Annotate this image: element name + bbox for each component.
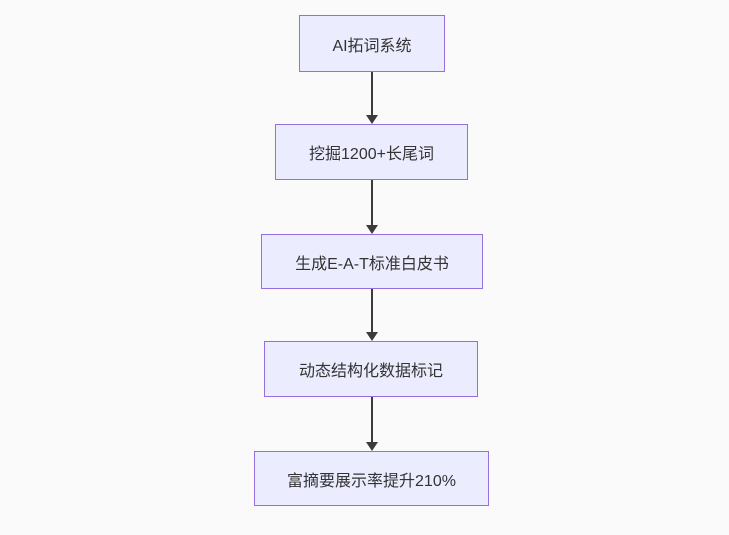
flow-node-label: 挖掘1200+长尾词 bbox=[309, 146, 434, 163]
flow-node-generate-eat-whitepaper: 生成E-A-T标准白皮书 bbox=[261, 234, 483, 289]
arrow-head-icon bbox=[366, 332, 378, 341]
flow-node-rich-snippet-rate-increase: 富摘要展示率提升210% bbox=[254, 451, 489, 506]
flow-arrow-down-3 bbox=[365, 289, 379, 341]
flow-node-label: 生成E-A-T标准白皮书 bbox=[295, 255, 449, 273]
flow-node-ai-word-expansion-system: AI拓词系统 bbox=[299, 15, 445, 72]
arrow-shaft bbox=[371, 289, 373, 332]
flow-arrow-down-1 bbox=[365, 72, 379, 124]
flow-node-dynamic-structured-data-markup: 动态结构化数据标记 bbox=[264, 341, 478, 397]
flow-node-label: AI拓词系统 bbox=[332, 37, 412, 55]
flow-arrow-down-4 bbox=[365, 397, 379, 451]
arrow-head-icon bbox=[366, 225, 378, 234]
arrow-head-icon bbox=[366, 442, 378, 451]
arrow-shaft bbox=[371, 180, 373, 225]
flow-node-label: 富摘要展示率提升210% bbox=[287, 472, 456, 490]
arrow-shaft bbox=[371, 72, 373, 115]
arrow-shaft bbox=[371, 397, 373, 442]
arrow-head-icon bbox=[366, 115, 378, 124]
flow-node-label: 动态结构化数据标记 bbox=[298, 363, 443, 380]
flow-node-mine-longtail-keywords: 挖掘1200+长尾词 bbox=[275, 124, 468, 180]
flow-arrow-down-2 bbox=[365, 180, 379, 234]
